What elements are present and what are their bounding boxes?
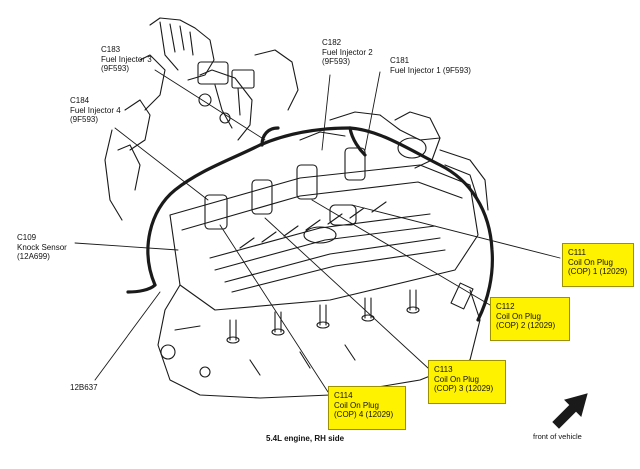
callout-c112-line2: (COP) 2 (12029)	[496, 321, 556, 330]
callout-c114-id: C114	[334, 391, 353, 400]
callout-12b637: 12B637	[70, 383, 98, 393]
callout-c113-id: C113	[434, 365, 453, 374]
callout-c114: C114 Coil On Plug (COP) 4 (12029)	[328, 386, 406, 430]
callout-c183-part: (9F593)	[101, 64, 130, 73]
front-of-vehicle-label: front of vehicle	[533, 432, 582, 441]
callout-c114-line1: Coil On Plug	[334, 400, 379, 410]
callout-c111: C111 Coil On Plug (COP) 1 (12029)	[562, 243, 634, 287]
callout-c182: C182 Fuel Injector 2 (9F593)	[322, 38, 373, 67]
leader-lines	[74, 69, 561, 393]
callout-c111-line1: Coil On Plug	[568, 257, 613, 267]
callout-c114-line2: (COP) 4 (12029)	[334, 410, 394, 419]
callout-c109: C109 Knock Sensor (12A699)	[17, 233, 67, 262]
diagram-caption: 5.4L engine, RH side	[266, 434, 345, 443]
coil-on-plug-units	[204, 147, 366, 244]
callout-c113: C113 Coil On Plug (COP) 3 (12029)	[428, 360, 506, 404]
callout-c109-id: C109	[17, 233, 37, 242]
callout-c111-id: C111	[568, 248, 586, 257]
callout-c184-id: C184	[70, 96, 90, 105]
callout-c112: C112 Coil On Plug (COP) 2 (12029)	[490, 297, 570, 341]
callout-c113-line1: Coil On Plug	[434, 374, 479, 384]
callout-c182-part: (9F593)	[322, 57, 351, 66]
callout-c109-name: Knock Sensor	[17, 242, 67, 252]
callout-c184-part: (9F593)	[70, 115, 99, 124]
fuel-rail-outline	[299, 111, 489, 211]
valve-cover-outline	[169, 164, 479, 311]
callout-c112-id: C112	[496, 302, 515, 311]
callout-c113-line2: (COP) 3 (12029)	[434, 384, 494, 393]
callout-c181-name: Fuel Injector 1 (9F593)	[390, 65, 471, 75]
callout-c112-line1: Coil On Plug	[496, 311, 541, 321]
cylinder-head-outline	[157, 282, 481, 399]
callout-c182-id: C182	[322, 38, 342, 47]
front-of-vehicle-arrow-icon	[552, 393, 588, 429]
intake-manifold-outline	[104, 17, 299, 221]
wiring-harness	[126, 126, 494, 322]
callout-c183-id: C183	[101, 45, 121, 54]
callout-c181: C181 Fuel Injector 1 (9F593)	[390, 56, 471, 75]
callout-c111-line2: (COP) 1 (12029)	[568, 267, 628, 276]
callout-c109-part: (12A699)	[17, 252, 50, 261]
callout-c182-name: Fuel Injector 2	[322, 47, 373, 57]
callout-c183-name: Fuel Injector 3	[101, 54, 152, 64]
callout-c181-id: C181	[390, 56, 410, 65]
callout-c184: C184 Fuel Injector 4 (9F593)	[70, 96, 121, 125]
callout-c183: C183 Fuel Injector 3 (9F593)	[101, 45, 152, 74]
callout-12b637-label: 12B637	[70, 383, 98, 392]
callout-c184-name: Fuel Injector 4	[70, 105, 121, 115]
